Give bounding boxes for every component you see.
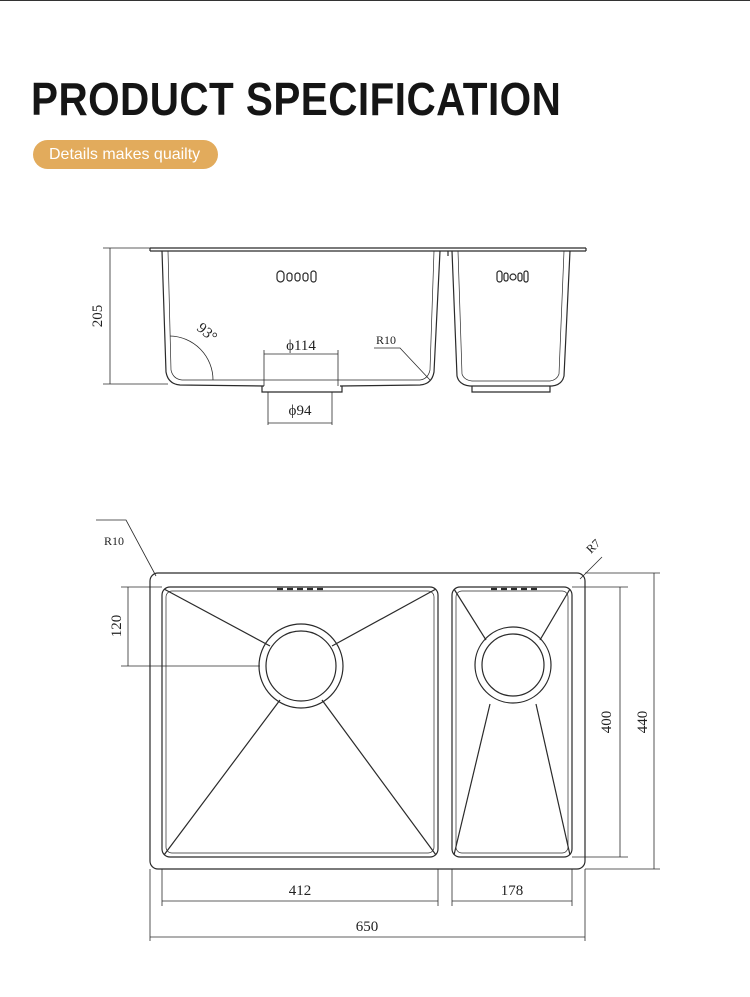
total-width-label: 650 — [356, 919, 379, 935]
top-view-outline — [149, 572, 586, 870]
overflow-slots-left — [276, 270, 317, 283]
top-divider — [0, 0, 750, 1]
top-drain-diameter-label: ϕ114 — [286, 338, 316, 354]
bottom-drain-diameter-label: ϕ94 — [289, 403, 312, 419]
left-bowl-drain — [163, 588, 437, 856]
top-left-radius-label: R10 — [104, 534, 124, 548]
height-dimension-label: 205 — [90, 305, 106, 328]
page-title: PRODUCT SPECIFICATION — [31, 73, 562, 125]
drain-offset-label: 120 — [109, 615, 125, 638]
angle-label: 93° — [193, 320, 219, 346]
side-radius-label: R10 — [376, 333, 396, 347]
side-view-outline — [149, 247, 587, 393]
side-view-dimensions — [103, 247, 431, 425]
outer-depth-label: 440 — [635, 711, 651, 734]
tagline-badge: Details makes quailty — [33, 140, 219, 169]
top-right-radius-label: R7 — [583, 536, 603, 556]
left-bowl-width-label: 412 — [289, 883, 312, 899]
right-bowl-width-label: 178 — [501, 883, 524, 899]
top-view-dimensions — [96, 519, 660, 941]
right-bowl-drain — [453, 588, 571, 856]
overflow-slots-right — [496, 270, 529, 283]
inner-depth-label: 400 — [599, 711, 615, 734]
